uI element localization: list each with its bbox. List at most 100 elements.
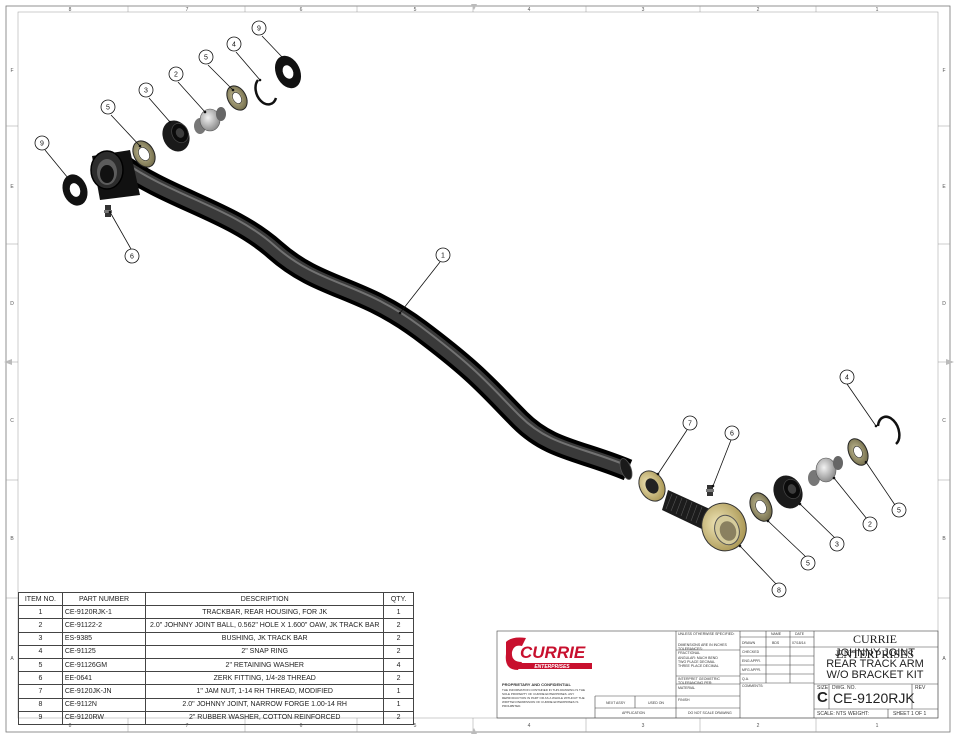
bom-item: 1	[18, 605, 63, 620]
zone-left-1: F	[10, 68, 13, 74]
balloon-6: 6	[130, 254, 134, 261]
bom-part: CE-9120RW	[61, 710, 147, 725]
balloon-circle	[168, 66, 184, 82]
joint-ball-left	[194, 107, 226, 134]
zone-top-2: 7	[186, 7, 189, 13]
scale-label: SCALE: NTS	[817, 711, 847, 717]
logo-subtext: ENTERPRISES	[534, 664, 570, 670]
balloon-9: 9	[40, 141, 44, 148]
zone-left-5: B	[10, 536, 14, 542]
zone-right-4: C	[942, 418, 946, 424]
balloon-4: 4	[232, 42, 236, 49]
used-on-label: USED ON	[648, 701, 664, 705]
tolerances: TOLERANCES:	[678, 647, 703, 651]
balloon-5: 5	[897, 508, 901, 515]
balloon-4: 4	[845, 375, 849, 382]
title-line-1: JOHNNY JOINT	[835, 647, 915, 659]
joint-ball-right	[808, 456, 843, 486]
zone-right-3: D	[942, 301, 946, 307]
two-place: TWO PLACE DECIMAL	[678, 660, 716, 664]
bom-qty: 1	[383, 684, 414, 699]
bom-qty: 2	[383, 671, 414, 686]
zone-top-8: 1	[876, 7, 879, 13]
balloon-circle	[34, 135, 50, 151]
bom-part: ES-9385	[61, 631, 147, 646]
interpret-geometric: INTERPRET GEOMETRIC TOLERANCING PER:	[678, 677, 720, 685]
snap-ring-top	[254, 79, 278, 106]
zone-bottom-3: 6	[300, 723, 303, 729]
mfg-appr-label: MFG APPR.	[742, 668, 762, 672]
balloon-circle	[124, 248, 140, 264]
bom-item: 8	[18, 697, 63, 712]
track-bar-housing	[90, 150, 140, 200]
balloon-5: 5	[806, 561, 810, 568]
zone-bottom-7: 2	[757, 723, 760, 729]
drawn-label: DRAWN	[742, 641, 756, 645]
next-assy-label: NEXT ASSY	[606, 701, 626, 705]
balloon-circle	[435, 247, 451, 263]
bom-item: 5	[18, 657, 63, 673]
bom-desc: 1" JAM NUT, 1-14 RH THREAD, MODIFIED	[145, 684, 385, 699]
title-line-3: W/O BRACKET KIT	[826, 669, 924, 681]
bom-qty: 2	[383, 631, 414, 646]
zone-bottom-2: 7	[186, 723, 189, 729]
bom-qty: 4	[383, 657, 414, 673]
bom-qty: 2	[383, 618, 414, 633]
balloon-3: 3	[144, 88, 148, 95]
proprietary-heading: PROPRIETARY AND CONFIDENTIAL	[502, 682, 571, 687]
balloon-6: 6	[730, 431, 734, 438]
do-not-scale: DO NOT SCALE DRAWING	[688, 711, 732, 715]
comments-label: COMMENTS:	[742, 684, 764, 688]
bom-desc: 2.0" JOHNNY JOINT, NARROW FORGE 1.00-14 …	[145, 697, 385, 712]
bom-part: CE-9120JK-JN	[61, 684, 147, 699]
bom-item: 7	[18, 684, 63, 699]
bom-header-item: ITEM NO.	[18, 591, 63, 607]
track-bar-tube	[111, 153, 633, 481]
finish-label: FINISH	[678, 698, 690, 702]
zone-top-3: 6	[300, 7, 303, 13]
qa-label: Q.A.	[742, 677, 750, 681]
balloon-2: 2	[174, 72, 178, 79]
balloon-7: 7	[688, 421, 692, 428]
bom-item: 4	[18, 644, 63, 659]
bom-item: 9	[18, 710, 63, 725]
bom-part: CE-91126GM	[61, 657, 147, 673]
currie-logo: CURRIE ENTERPRISES	[505, 637, 592, 670]
drawing-number: CE-9120RJK	[833, 690, 915, 706]
angular: ANGULAR: MACH BEND	[678, 656, 718, 660]
zone-bottom-8: 1	[876, 723, 879, 729]
bom-desc: 2" SNAP RING	[145, 644, 385, 659]
zone-left-2: E	[10, 184, 14, 190]
zone-bottom-4: 5	[414, 723, 417, 729]
logo-text: CURRIE	[520, 643, 586, 662]
bom-header-part: PART NUMBER	[61, 591, 147, 607]
balloon-circle	[800, 555, 816, 571]
bom-header-row: ITEM NO. PART NUMBER DESCRIPTION QTY.	[18, 591, 414, 607]
date-header: DATE	[795, 632, 805, 636]
bom-header-desc: DESCRIPTION	[145, 591, 385, 607]
bom-desc: ZERK FITTING, 1/4-28 THREAD	[145, 671, 385, 686]
balloon-circle	[771, 582, 787, 598]
johnny-joint-forge	[662, 490, 747, 552]
balloon-9: 9	[257, 26, 261, 33]
size-label: SIZE	[817, 685, 829, 691]
drawn-by: BDS	[772, 641, 780, 645]
fractional: FRACTIONAL	[678, 651, 701, 655]
bom-part: EE-0641	[61, 671, 147, 686]
size-value: C	[817, 689, 828, 706]
bom-qty: 2	[383, 710, 414, 725]
zone-bottom-1: 8	[69, 723, 72, 729]
title-line-2: REAR TRACK ARM	[826, 658, 924, 670]
zone-bottom-6: 3	[642, 723, 645, 729]
drawing-title: JOHNNY JOINT REAR TRACK ARM W/O BRACKET …	[816, 648, 934, 681]
bom-part: CE-9112N	[61, 697, 147, 712]
application-label: APPLICATION	[622, 711, 645, 715]
balloon-circle	[138, 82, 154, 98]
bom-qty: 1	[383, 697, 414, 712]
